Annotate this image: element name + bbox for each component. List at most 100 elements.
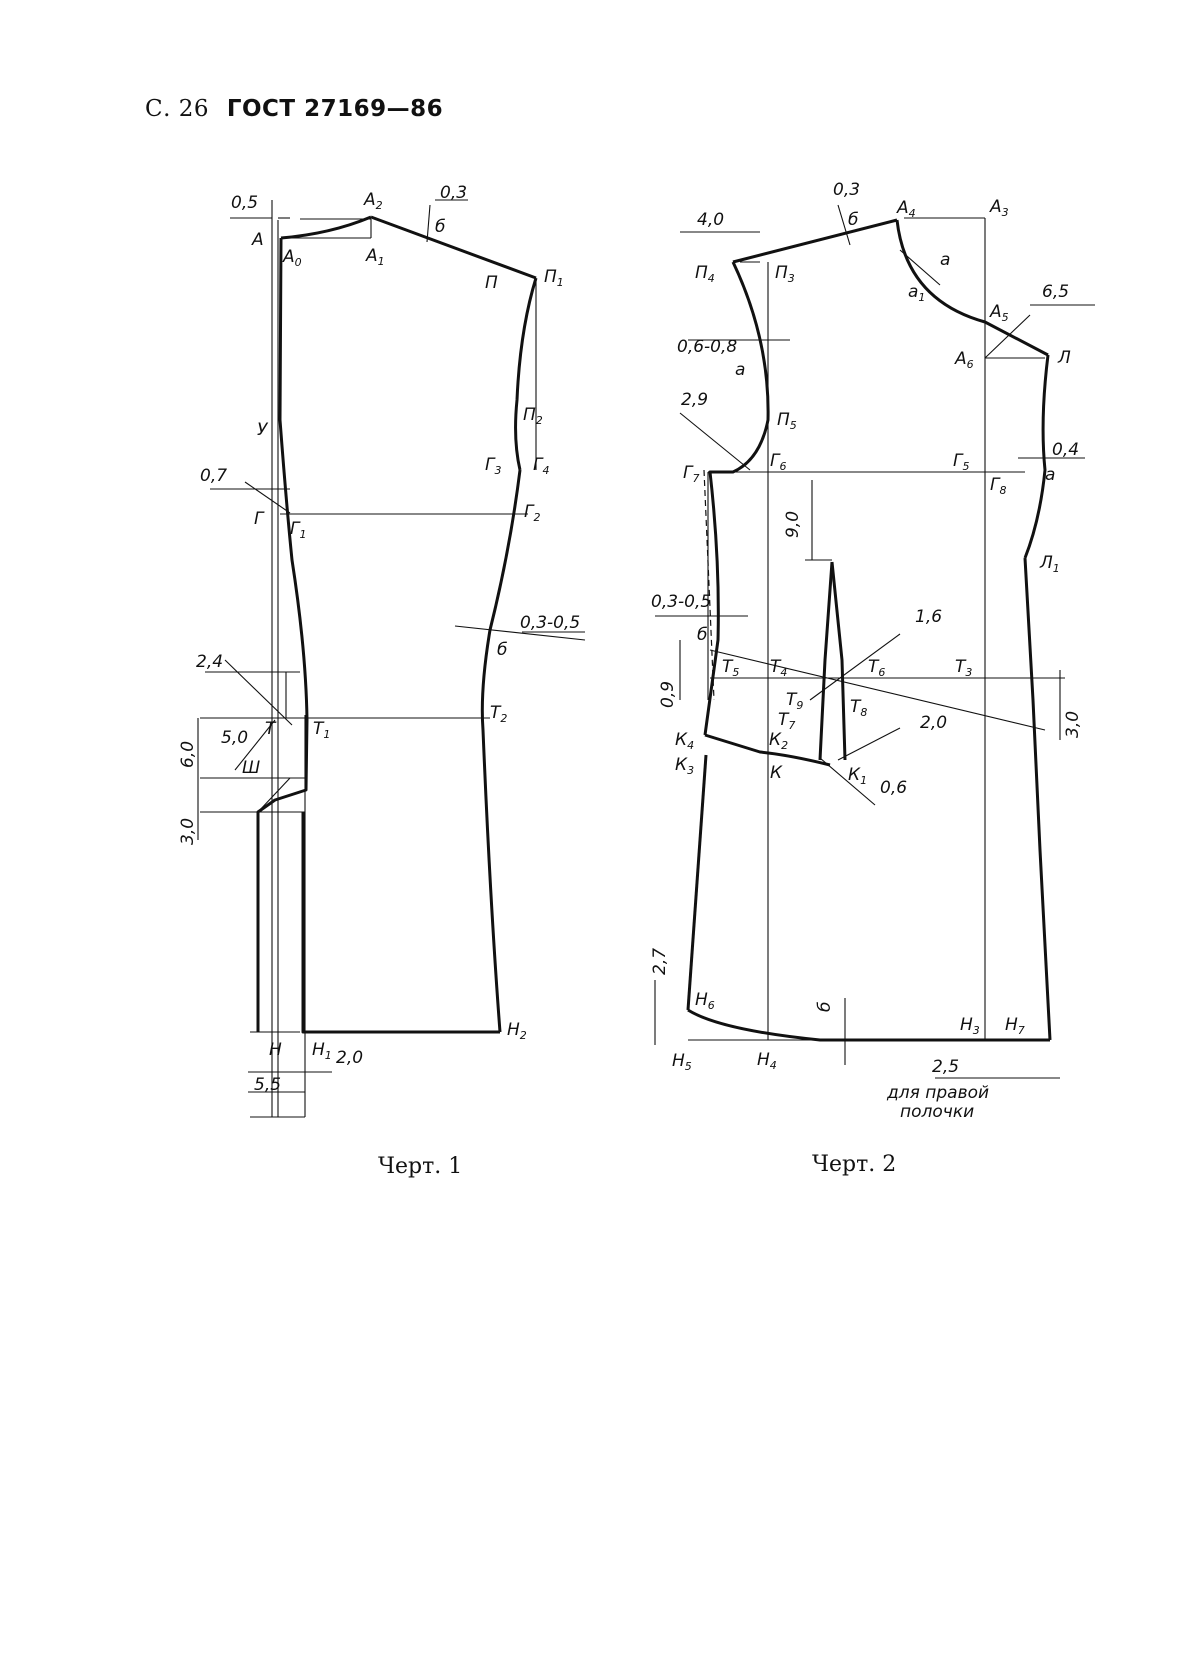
fig2-note-line2: полочки	[900, 1102, 974, 1122]
fig2-pocket-edge	[704, 733, 831, 767]
fig1-dim-b2: б	[497, 640, 507, 660]
fig2-dim-0305: 0,3-0,5	[651, 592, 711, 612]
fig2-dim-04: 0,4	[1052, 440, 1079, 460]
fig2-label-a3: а	[1045, 465, 1055, 485]
fig1-label-t: Т	[265, 719, 277, 739]
fig2-dim-27: 2,7	[650, 948, 670, 975]
fig2-label-h3: Н3	[960, 1015, 980, 1037]
fig2-dim-b3: б	[815, 1002, 835, 1012]
fig1-label-h2: Н2	[507, 1020, 527, 1042]
fig2-dim-25: 2,5	[932, 1057, 959, 1077]
fig2-label-l1: Л1	[1039, 553, 1060, 575]
fig2-neckline	[895, 219, 1049, 357]
fig2-note-line1: для правой	[886, 1083, 989, 1103]
fig1-label-g: Г	[254, 509, 265, 529]
fig2-center-front	[1023, 557, 1052, 1041]
fig2-dim-03: 0,3	[833, 180, 860, 200]
fig2-caption: Черт. 2	[812, 1152, 896, 1177]
page-number: С. 26	[145, 96, 209, 122]
fig1-dim-0305-line	[454, 625, 586, 641]
fig2-dart-left	[818, 561, 834, 761]
fig2-dim-03-line	[837, 204, 851, 246]
fig2-dart-right	[830, 561, 847, 761]
fig2-label-k: К	[770, 763, 783, 783]
fig2-dim-40: 4,0	[697, 210, 724, 230]
fig1-label-a1: А1	[365, 246, 385, 268]
fig1-label-g1: Г1	[290, 519, 306, 541]
fig1-shoulder	[370, 215, 537, 280]
fig2-dim-16: 1,6	[915, 607, 942, 627]
fig1-center-back	[256, 237, 309, 1032]
figure1-drawing: А А0 А1 А2 П П1 П2 У Г Г1 Г2 Г3 Г4 Т Т1 …	[178, 183, 586, 1179]
fig1-label-a0: А0	[282, 247, 302, 269]
fig2-label-t6: Т6	[868, 657, 885, 679]
fig1-dim-05: 0,5	[231, 193, 258, 213]
fig2-label-t5: Т5	[722, 657, 739, 679]
fig2-label-g7: Г7	[683, 463, 699, 485]
fig2-label-t8: Т8	[850, 697, 867, 719]
fig1-label-p: П	[485, 273, 498, 293]
fig2-label-t7: Т7	[778, 710, 795, 732]
fig2-label-k2: К2	[769, 730, 788, 752]
fig2-dim-16-line	[809, 633, 901, 701]
fig2-label-a2: а	[735, 360, 745, 380]
standard-number: ГОСТ 27169—86	[226, 96, 444, 122]
fig1-dim-24-diag	[224, 659, 293, 726]
fig1-label-p1: П1	[544, 267, 564, 289]
fig2-dim-65: 6,5	[1042, 282, 1069, 302]
fig2-label-l: Л	[1057, 348, 1071, 368]
fig2-side-dash	[703, 469, 715, 701]
fig2-dim-b2: б	[697, 625, 707, 645]
fig1-hem	[301, 812, 500, 1034]
fig2-label-t3: Т3	[955, 657, 972, 679]
fig2-dim-90: 9,0	[783, 511, 803, 538]
fig1-vent-diag2	[234, 719, 276, 771]
fig2-dim-06-line	[819, 757, 876, 806]
page-header: С. 26 ГОСТ 27169—86	[145, 96, 443, 122]
fig2-label-g5: Г5	[953, 451, 969, 473]
fig2-label-p5: П5	[777, 410, 797, 432]
figure2-drawing: А4 А3 а а1 А5 А6 Л Л1 П4 П3 а П5 Г7 Г6 Г…	[650, 180, 1095, 1177]
fig2-label-k3: К3	[675, 755, 694, 777]
fig1-label-t2: Т2	[490, 703, 507, 725]
fig1-label-a2: А2	[363, 190, 383, 212]
fig1-side-seam	[480, 469, 522, 1033]
fig2-label-h4: Н4	[757, 1050, 777, 1072]
fig2-hem	[687, 1008, 1050, 1042]
fig2-dim-29-line	[679, 412, 751, 471]
fig2-armhole	[703, 261, 770, 736]
fig1-neckline	[280, 215, 372, 240]
fig2-label-k1: К1	[848, 765, 867, 787]
fig2-label-a3: А3	[989, 197, 1009, 219]
fig1-dim-24: 2,4	[196, 652, 223, 672]
fig2-label-t9: Т9	[786, 690, 803, 712]
fig1-dim-20: 2,0	[336, 1048, 363, 1068]
fig1-dim-b1: б	[435, 217, 445, 237]
fig1-label-u: У	[257, 420, 269, 440]
fig2-label-a6: А6	[954, 349, 974, 371]
fig2-lapel-edge	[1023, 354, 1050, 559]
fig2-shoulder	[732, 218, 898, 264]
fig1-label-g2: Г2	[524, 502, 540, 524]
fig1-label-sh: Ш	[242, 758, 260, 778]
fig2-label-a1: а1	[908, 282, 925, 304]
fig1-label-t1: Т1	[313, 719, 330, 741]
fig2-label-p4: П4	[695, 263, 715, 285]
fig2-label-k4: К4	[675, 730, 694, 752]
fig2-dim-0608: 0,6-0,8	[677, 337, 737, 357]
fig2-label-h6: Н6	[695, 990, 715, 1012]
fig2-dim-30: 3,0	[1063, 711, 1083, 738]
fig2-dim-29: 2,9	[681, 390, 708, 410]
fig1-dim-07: 0,7	[200, 466, 227, 486]
fig2-waist-diag	[709, 649, 1046, 731]
fig2-label-g6: Г6	[770, 451, 786, 473]
fig1-dim-07-diag	[244, 481, 291, 514]
fig2-dim-b1: б	[848, 210, 858, 230]
fig1-dim-60: 6,0	[178, 741, 198, 768]
fig1-armhole	[514, 277, 538, 471]
fig2-label-t4: Т4	[770, 657, 787, 679]
fig1-label-h1: Н1	[312, 1040, 332, 1062]
fig1-dim-55: 5,5	[254, 1075, 281, 1095]
fig1-label-a: А	[251, 230, 264, 250]
